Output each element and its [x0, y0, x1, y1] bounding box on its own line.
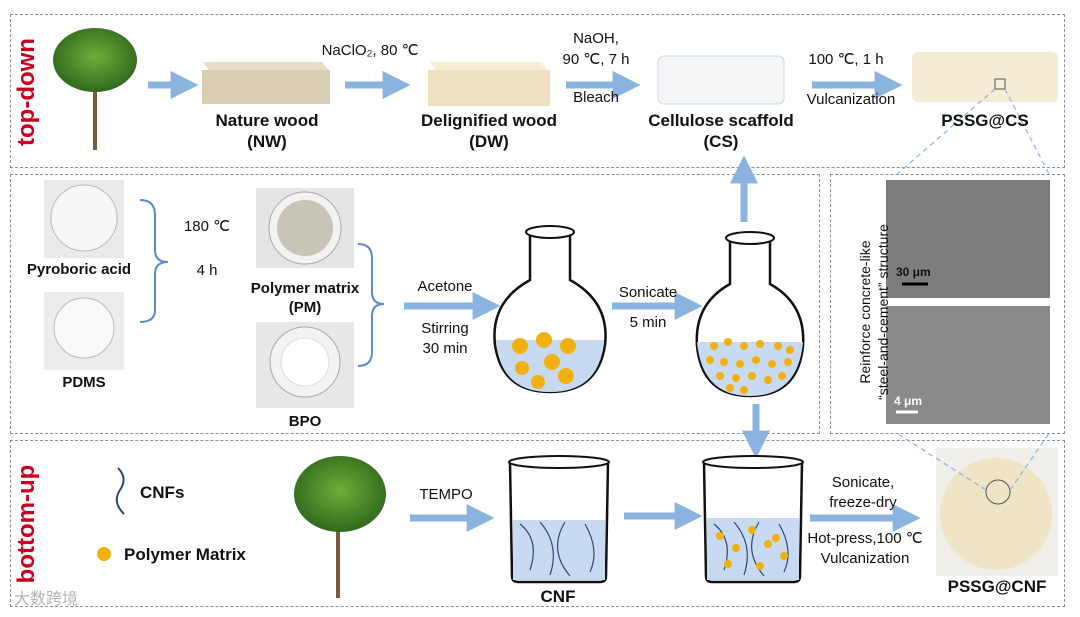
30min-label: 30 min	[422, 340, 468, 357]
beaker-1	[508, 455, 610, 584]
cnf-legend-icon	[115, 467, 125, 515]
polymer-particle	[786, 346, 794, 354]
polymer-particle	[536, 332, 552, 348]
polymer-particle	[558, 368, 574, 384]
pssg-cs-label: PSSG@CS	[941, 111, 1029, 130]
polymer-particle	[736, 360, 744, 368]
polymer-particle	[778, 372, 786, 380]
pssg-cnf-disc	[936, 448, 1058, 576]
cnf-label: CNF	[540, 587, 576, 606]
polymer-matrix-dish	[256, 188, 354, 268]
pdms-dish	[44, 292, 124, 370]
cs-label-1: Cellulose scaffold	[648, 111, 794, 130]
step1-label: NaClO₂, 80 ℃	[321, 42, 419, 59]
polymer-particle	[726, 384, 734, 392]
sem-scale-30: 30 μm	[896, 265, 931, 279]
sem-label-line-1: Reinforce concrete-like	[857, 240, 873, 384]
polymer-particle	[531, 375, 545, 389]
polymer-particle	[720, 358, 728, 366]
polymer-particle	[560, 338, 576, 354]
flask-2	[695, 231, 805, 398]
step2-label-3: Bleach	[573, 89, 619, 106]
polymer-particle	[724, 560, 732, 568]
cs-label-2: (CS)	[703, 132, 739, 151]
step2-label-2: 90 ℃, 7 h	[562, 51, 630, 68]
polymer-particle	[544, 354, 560, 370]
pdms-label: PDMS	[62, 374, 106, 391]
polymer-particle	[732, 544, 740, 552]
polymer-particle	[515, 361, 529, 375]
sem-label-line-2: “steel-and-cement” structure	[875, 224, 892, 400]
polymer-particle	[772, 534, 780, 542]
polymer-particle	[764, 540, 772, 548]
sem-scale-4: 4 μm	[894, 394, 923, 408]
polymer-particle	[706, 356, 714, 364]
cellulose-scaffold-block	[657, 55, 785, 105]
polymer-particle	[756, 340, 764, 348]
bpo-label: BPO	[288, 413, 322, 430]
sem-structure-label: Reinforce concrete-like “steel-and-cemen…	[856, 202, 900, 422]
top-down-panel	[10, 14, 1065, 168]
polymer-particle	[716, 532, 724, 540]
tree-icon-bottom	[294, 456, 386, 598]
polymer-particle	[784, 358, 792, 366]
polymer-particle	[756, 562, 764, 570]
step2-label-1: NaOH,	[573, 30, 619, 47]
step3-label-2: Vulcanization	[806, 91, 896, 108]
freeze-dry-label: freeze-dry	[829, 494, 897, 511]
nature-wood-block	[202, 62, 330, 104]
polymer-matrix-legend-icon	[97, 547, 111, 561]
pyroboric-acid-dish	[44, 180, 124, 258]
polymer-matrix-legend-label: Polymer Matrix	[124, 545, 246, 564]
polymer-particle	[740, 386, 748, 394]
pssg-cnf-label: PSSG@CNF	[947, 577, 1047, 596]
polymer-particle	[740, 342, 748, 350]
polymer-particle	[710, 342, 718, 350]
polymer-particle	[716, 372, 724, 380]
nw-label-2: (NW)	[247, 132, 287, 151]
acetone-label: Acetone	[417, 278, 473, 295]
nw-label-1: Nature wood	[215, 111, 319, 130]
polymer-particle	[748, 526, 756, 534]
middle-panel	[10, 174, 820, 434]
heat-label-2: 4 h	[196, 262, 218, 279]
pssg-cs-block	[912, 52, 1058, 102]
step3-label-1: 100 ℃, 1 h	[808, 51, 884, 68]
beaker-2	[702, 455, 804, 584]
dw-label-1: Delignified wood	[421, 111, 557, 130]
pyroboric-acid-label: Pyroboric acid	[26, 261, 132, 278]
sem-panel	[830, 174, 1065, 434]
watermark: 大数跨境	[14, 591, 79, 608]
sonicate-label: Sonicate	[618, 284, 678, 301]
polymer-particle	[774, 342, 782, 350]
cnfs-legend-label: CNFs	[140, 483, 185, 502]
tempo-label: TEMPO	[419, 486, 473, 503]
hot-press-label: Hot-press,100 ℃	[807, 530, 923, 547]
polymer-particle	[752, 356, 760, 364]
pm-label-1: Polymer matrix	[250, 280, 360, 297]
polymer-particle	[768, 360, 776, 368]
bottom-up-panel	[10, 440, 1065, 607]
5min-label: 5 min	[629, 314, 667, 331]
delignified-wood-block	[428, 62, 550, 106]
vulcanization2-label: Vulcanization	[820, 550, 910, 567]
dw-label-2: (DW)	[469, 132, 509, 151]
sem-image-top	[886, 180, 1050, 298]
tree-icon-top	[53, 28, 137, 150]
polymer-particle	[764, 376, 772, 384]
polymer-particle	[512, 338, 528, 354]
bpo-dish	[256, 322, 354, 408]
sem-image-bottom	[886, 306, 1050, 424]
polymer-particle	[748, 372, 756, 380]
pm-label-2: (PM)	[288, 299, 322, 316]
heat-label-1: 180 ℃	[183, 218, 231, 235]
polymer-particle	[732, 374, 740, 382]
stirring-label: Stirring	[421, 320, 469, 337]
polymer-particle	[780, 552, 788, 560]
sonicate2-label: Sonicate,	[831, 474, 895, 491]
polymer-particle	[724, 338, 732, 346]
